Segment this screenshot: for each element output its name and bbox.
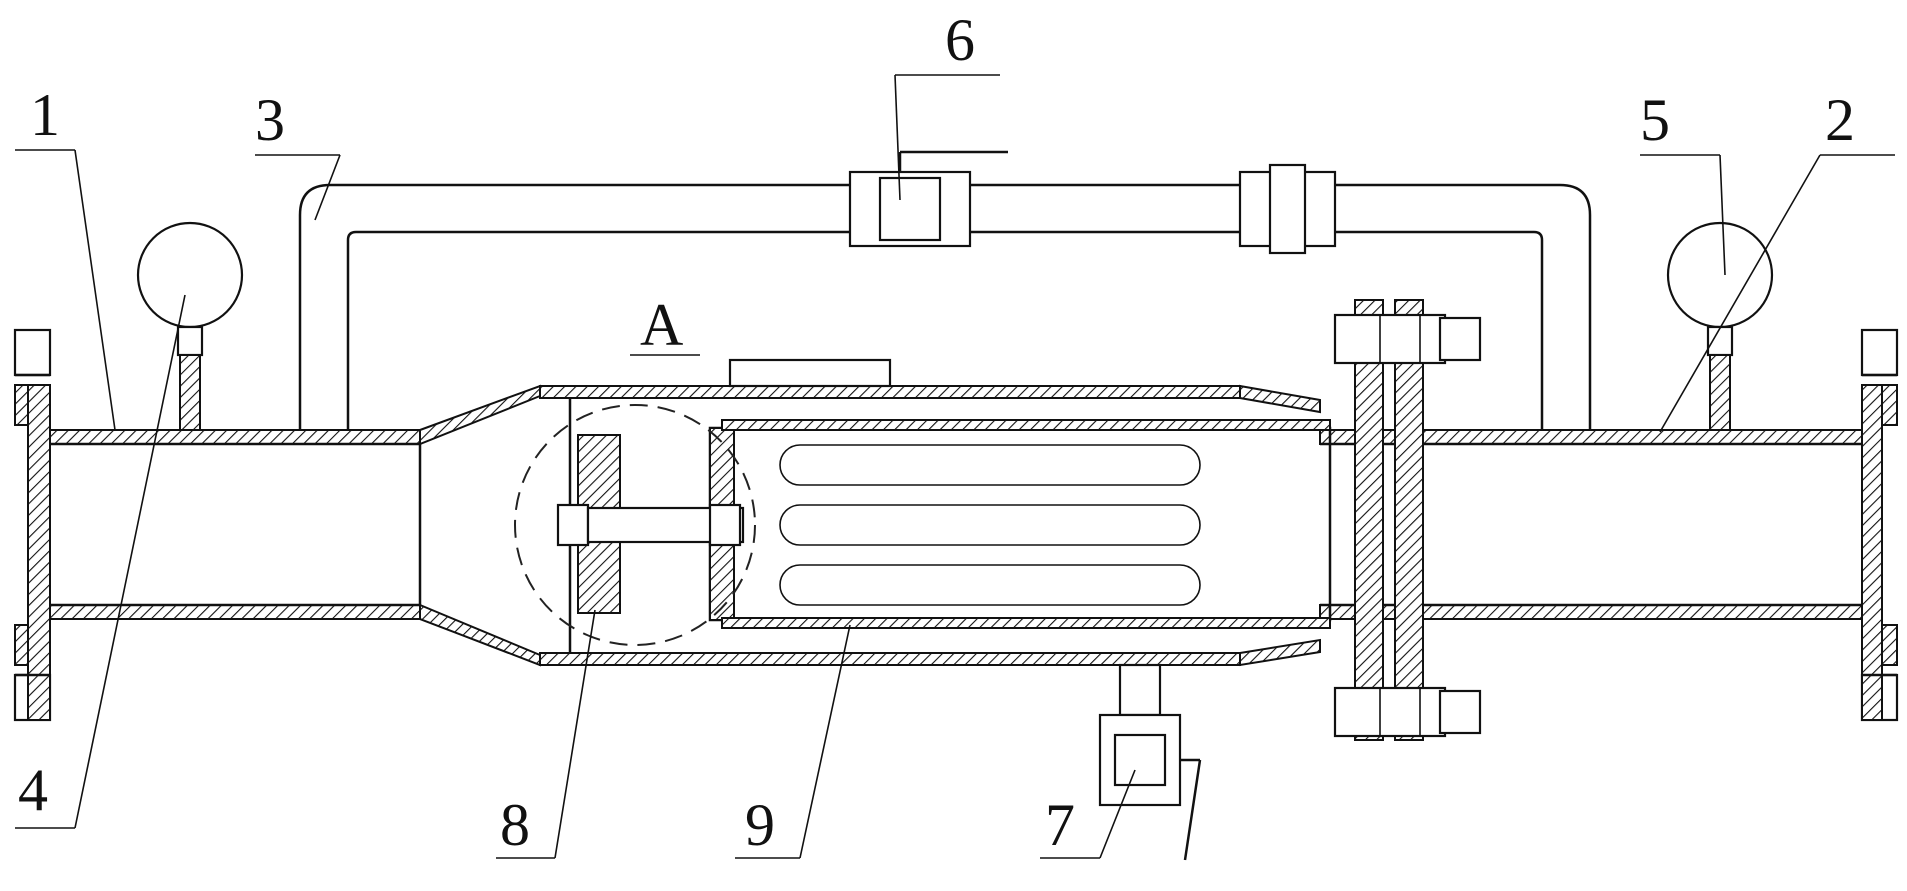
- label-8: 8: [500, 792, 530, 858]
- detail-a-circle: [514, 404, 756, 646]
- filter-housing: [418, 358, 1321, 667]
- label-5: 5: [1640, 87, 1670, 153]
- label-2: 2: [1825, 87, 1855, 153]
- label-6: 6: [945, 7, 975, 73]
- outlet-pressure-gauge: [1666, 221, 1774, 431]
- bypass-ball-valve: [848, 150, 1008, 248]
- drain-valve: [1098, 663, 1202, 861]
- body-flange-pair: [1333, 299, 1482, 741]
- label-4: 4: [18, 757, 48, 823]
- label-detail-a: A: [640, 292, 683, 358]
- disc-assembly: [556, 434, 745, 614]
- label-3: 3: [255, 87, 285, 153]
- bypass-union-fitting: [1238, 163, 1337, 255]
- inlet-pipe: [27, 429, 421, 620]
- label-7: 7: [1045, 792, 1075, 858]
- label-1: 1: [30, 82, 60, 148]
- label-9: 9: [745, 792, 775, 858]
- outlet-flange: [1860, 328, 1899, 722]
- filter-cartridge: [708, 419, 1332, 629]
- leader-lines: [15, 74, 1895, 859]
- inlet-pressure-gauge: [136, 221, 244, 431]
- inlet-flange: [13, 328, 52, 722]
